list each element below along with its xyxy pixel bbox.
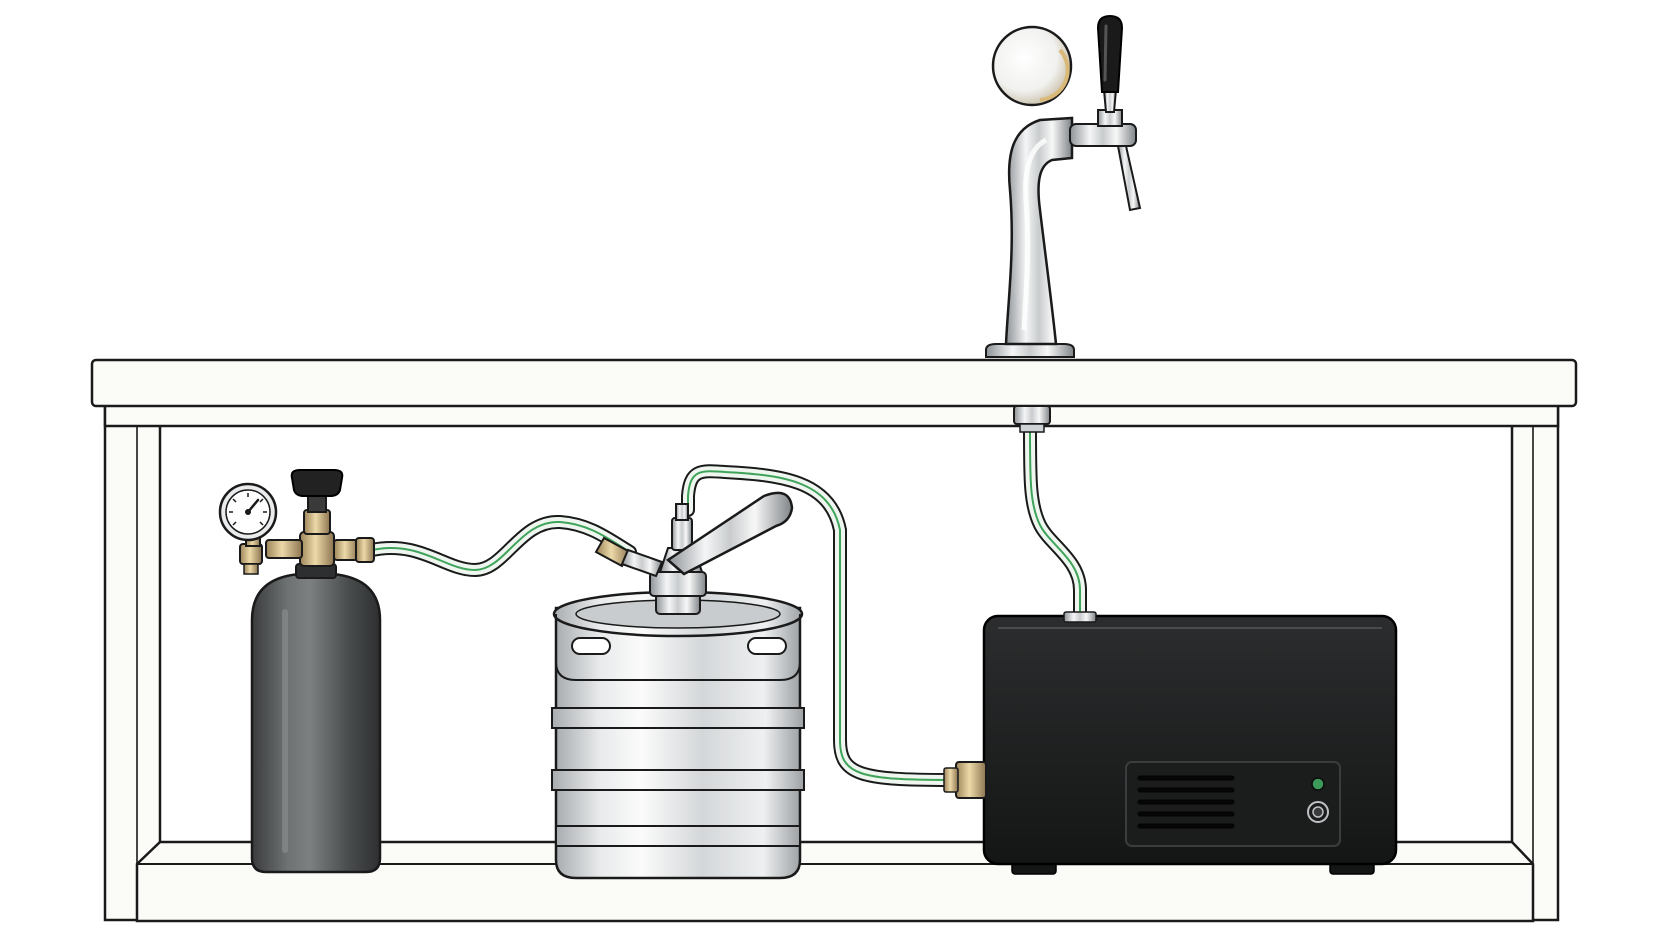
chiller-indicator-led bbox=[1311, 777, 1325, 791]
keg-coupler-lever bbox=[665, 491, 794, 576]
chiller-inlet-fitting bbox=[955, 761, 987, 799]
keg-ring-upper bbox=[551, 707, 805, 729]
keg-handle-left bbox=[571, 637, 611, 655]
gauge-icon bbox=[218, 482, 278, 542]
cabinet-left-panel bbox=[103, 400, 162, 922]
tap-spout bbox=[1116, 145, 1142, 212]
hoses bbox=[365, 423, 1087, 787]
keg-ring-lower bbox=[551, 769, 805, 791]
co2-tank-body bbox=[250, 572, 382, 874]
cooler-box-icon bbox=[943, 611, 1398, 875]
gas-line-hose bbox=[365, 515, 637, 577]
cabinet-right-panel bbox=[1510, 400, 1560, 922]
keg-body bbox=[554, 606, 802, 880]
beer-line-chiller-to-tower bbox=[1023, 423, 1087, 627]
tap-lever-stem bbox=[1102, 89, 1118, 113]
tap-globe bbox=[991, 25, 1073, 107]
tap-handle bbox=[1096, 14, 1124, 93]
tap-tower-column bbox=[1004, 116, 1074, 346]
co2-hand-wheel bbox=[290, 469, 344, 497]
cabinet-apron bbox=[103, 402, 1560, 428]
co2-valve-body bbox=[299, 531, 335, 567]
keg-icon bbox=[551, 491, 805, 880]
tower-shank-fitting bbox=[1013, 405, 1051, 433]
counter-top bbox=[90, 358, 1578, 408]
tap-faucet-body bbox=[1069, 123, 1137, 147]
beer-tap-icon bbox=[985, 14, 1142, 358]
keg-handle-right bbox=[747, 637, 787, 655]
tap-tower-base bbox=[985, 343, 1075, 358]
beer-line-keg-to-chiller bbox=[681, 464, 957, 787]
chiller-vent-grille bbox=[1137, 775, 1235, 829]
